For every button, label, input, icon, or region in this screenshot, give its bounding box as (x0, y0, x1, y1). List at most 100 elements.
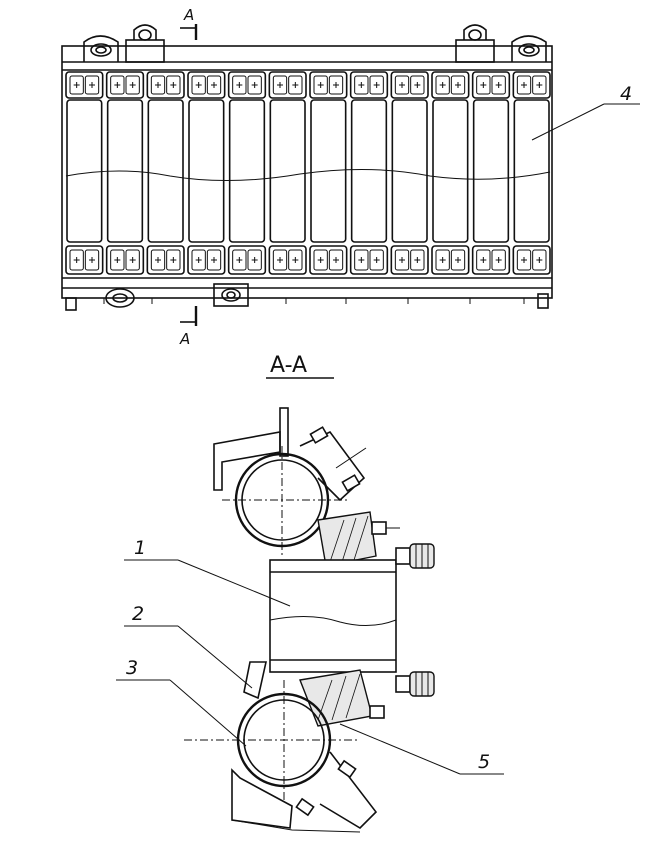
cell-top-cap (390, 71, 429, 99)
cell-bottom-terminal (150, 249, 166, 271)
section-marker-bottom-label: A (179, 330, 190, 348)
cell-body-outline (188, 99, 225, 243)
bottom-feet (65, 293, 549, 311)
section-view: 1 2 3 5 (116, 407, 504, 833)
top-lug-right (511, 35, 547, 62)
cell-top-cap (309, 71, 348, 99)
cell-bottom-cap (431, 245, 470, 275)
cell-bottom-terminal (110, 249, 125, 271)
callout-1: 1 (124, 537, 291, 607)
cell-bottom-cap (65, 245, 104, 275)
cell-top-terminal (532, 75, 547, 95)
cell-top-cap (268, 71, 307, 99)
cell-top-terminal (369, 75, 384, 95)
cell (471, 71, 511, 275)
cell-bottom-terminal (369, 249, 384, 271)
cell-top-terminal (247, 75, 262, 95)
cell-top-terminal (476, 75, 491, 95)
callout-4-label: 4 (620, 83, 632, 105)
top-bracket-right (455, 24, 495, 63)
cell-bottom-terminal (288, 249, 303, 271)
cell-top-terminal (232, 75, 247, 95)
cell-bottom-cap (187, 245, 226, 275)
cell-bottom-cap (349, 245, 389, 275)
cell (512, 71, 551, 275)
bottom-pipe-assembly (184, 661, 385, 833)
cell (65, 71, 104, 275)
top-pipe-assembly (213, 407, 400, 567)
cell-top-cap (349, 71, 389, 99)
section-marker-top: A (180, 6, 198, 40)
cell-top-cap (227, 71, 267, 99)
cell-top-terminal (394, 75, 410, 95)
callout-5-label: 5 (478, 751, 490, 773)
cell-top-terminal (354, 75, 369, 95)
cell-bottom-cap (268, 245, 307, 275)
cell-top-cap (431, 71, 470, 99)
section-title-text: A-A (270, 353, 307, 378)
cell-body-outline (147, 99, 184, 243)
cell-bottom-terminal (247, 249, 262, 271)
cell-top-terminal (410, 75, 425, 95)
cell-bottom-cap (309, 245, 348, 275)
callout-1-label: 1 (134, 537, 146, 559)
callout-2-label: 2 (132, 603, 144, 625)
cell-bottom-cap (105, 245, 145, 275)
cell-body-outline (350, 99, 388, 243)
cell-bottom-terminal (491, 249, 506, 271)
cell-top-terminal (69, 75, 84, 95)
cell-top-cap (146, 71, 185, 99)
cell-bottom-cap (146, 245, 185, 275)
top-bracket-left (125, 24, 165, 63)
battery-cells (65, 71, 551, 275)
cell-top-terminal (516, 75, 532, 95)
cell-top-terminal (313, 75, 328, 95)
callout-5: 5 (339, 723, 504, 775)
cell-top-terminal (191, 75, 206, 95)
cell-top-terminal (450, 75, 466, 95)
cell-top-terminal (435, 75, 450, 95)
cell-bottom-terminal (125, 249, 140, 271)
cell-top-terminal (125, 75, 140, 95)
bottom-bracket-center (213, 283, 249, 307)
bottom-lug-left (105, 288, 135, 308)
cell-bottom-terminal (191, 249, 206, 271)
plan-view: A A 4 (61, 6, 640, 348)
cell-bottom-terminal (84, 249, 100, 271)
cell-top-terminal (84, 75, 100, 95)
cell-bottom-terminal (532, 249, 547, 271)
cell-bottom-terminal (354, 249, 369, 271)
cell-bottom-terminal (450, 249, 466, 271)
callout-4: 4 (531, 83, 640, 141)
cell-top-terminal (206, 75, 222, 95)
break-line (65, 168, 551, 182)
cell-body-outline (472, 99, 510, 243)
section-marker-bottom: A (179, 306, 198, 348)
cell-body-outline (513, 99, 550, 243)
cell-top-cap (105, 71, 145, 99)
cell-body-outline (66, 99, 103, 243)
cell-body-outline (269, 99, 306, 243)
top-lug-left (83, 35, 119, 62)
cell-top-cap (512, 71, 551, 99)
cell-top-terminal (272, 75, 288, 95)
cell-top-terminal (150, 75, 166, 95)
cell (146, 71, 185, 275)
cell (227, 71, 267, 275)
callout-3-label: 3 (126, 657, 138, 679)
cell-bottom-terminal (410, 249, 425, 271)
cell (268, 71, 307, 275)
cell-bottom-terminal (435, 249, 450, 271)
cell-body-outline (432, 99, 469, 243)
callout-2: 2 (124, 603, 253, 689)
cell (431, 71, 470, 275)
cell-bottom-terminal (232, 249, 247, 271)
cell-top-cap (471, 71, 511, 99)
section-marker-top-label: A (183, 6, 194, 24)
terminal-bottom (395, 671, 435, 697)
cell-bottom-terminal (328, 249, 344, 271)
cell-top-cap (187, 71, 226, 99)
cell (187, 71, 226, 275)
cell (349, 71, 389, 275)
cell-bottom-cap (471, 245, 511, 275)
